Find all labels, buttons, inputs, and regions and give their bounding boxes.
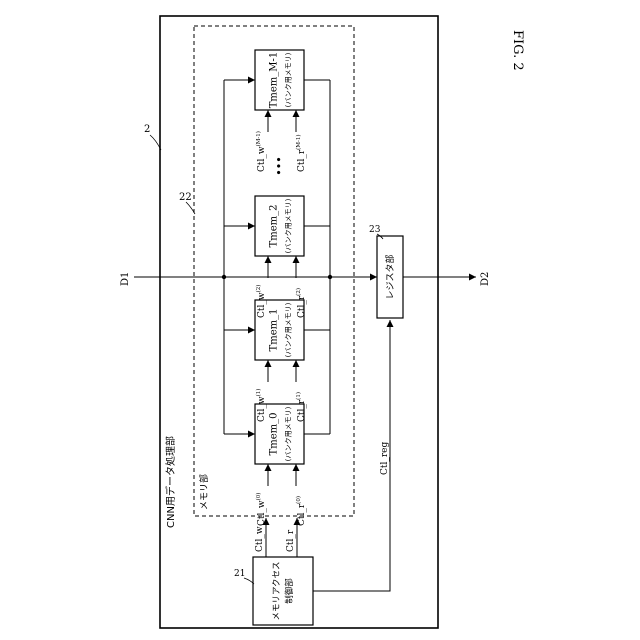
memory-bank-box xyxy=(255,50,304,110)
output-label-d2: D2 xyxy=(480,272,491,286)
memory-banks: Tmem_0 (バンク用メモリ) Ctl_w(0) Ctl_r(0) Tmem_1 (バン… xyxy=(255,50,307,526)
ctl-reg-line xyxy=(313,320,390,591)
memory-section-number: 22 xyxy=(179,192,192,203)
register-number: 23 xyxy=(369,225,381,235)
ctl-w-label: Ctl_w xyxy=(255,526,265,552)
memory-bank-name: Tmem_2 xyxy=(269,205,280,248)
input-label-d1: D1 xyxy=(120,272,131,286)
memory-bank-subtitle: (バンク用メモリ) xyxy=(285,406,293,461)
memory-bank-3: Tmem_M-1 (バンク用メモリ) Ctl_w(M-1) Ctl_r(M-1) xyxy=(255,50,307,172)
figure-label: FIG. 2 xyxy=(510,30,525,71)
bank-read-control-label: Ctl_r(0) xyxy=(295,496,307,526)
memory-bank-name: Tmem_M-1 xyxy=(269,52,280,109)
bank-write-control-label: Ctl_w(2) xyxy=(255,285,267,318)
memory-bank-subtitle: (バンク用メモリ) xyxy=(285,52,293,107)
controller-title-line1: メモリアクセス xyxy=(272,561,282,620)
memory-bank-name: Tmem_0 xyxy=(269,413,280,456)
memory-bank-box xyxy=(255,196,304,256)
memory-access-controller-box xyxy=(253,557,313,625)
memory-bank-subtitle: (バンク用メモリ) xyxy=(285,198,293,253)
unit-title: CNN用データ処理部 xyxy=(164,436,177,528)
bank-read-control-label: Ctl_r(1) xyxy=(295,392,307,422)
register-unit-title: レジスタ部 xyxy=(384,254,396,299)
bank-read-control-label: Ctl_r(2) xyxy=(295,288,307,318)
bank-write-control-label: Ctl_w(M-1) xyxy=(255,131,267,172)
ctl-reg-label: Ctl_reg xyxy=(380,441,390,475)
controller-number: 21 xyxy=(234,569,245,579)
bank-ellipsis: ••• xyxy=(273,156,286,175)
bank-write-control-label: Ctl_w(0) xyxy=(255,493,267,526)
memory-section-title: メモリ部 xyxy=(198,474,210,510)
ctl-r-label: Ctl_r xyxy=(286,529,296,552)
memory-bank-name: Tmem_1 xyxy=(269,309,280,352)
bank-read-control-label: Ctl_r(M-1) xyxy=(295,135,307,172)
memory-bank-subtitle: (バンク用メモリ) xyxy=(285,302,293,357)
unit-number: 2 xyxy=(144,124,150,135)
bank-write-control-label: Ctl_w(1) xyxy=(255,389,267,422)
controller-title-line2: 制御部 xyxy=(284,578,295,604)
